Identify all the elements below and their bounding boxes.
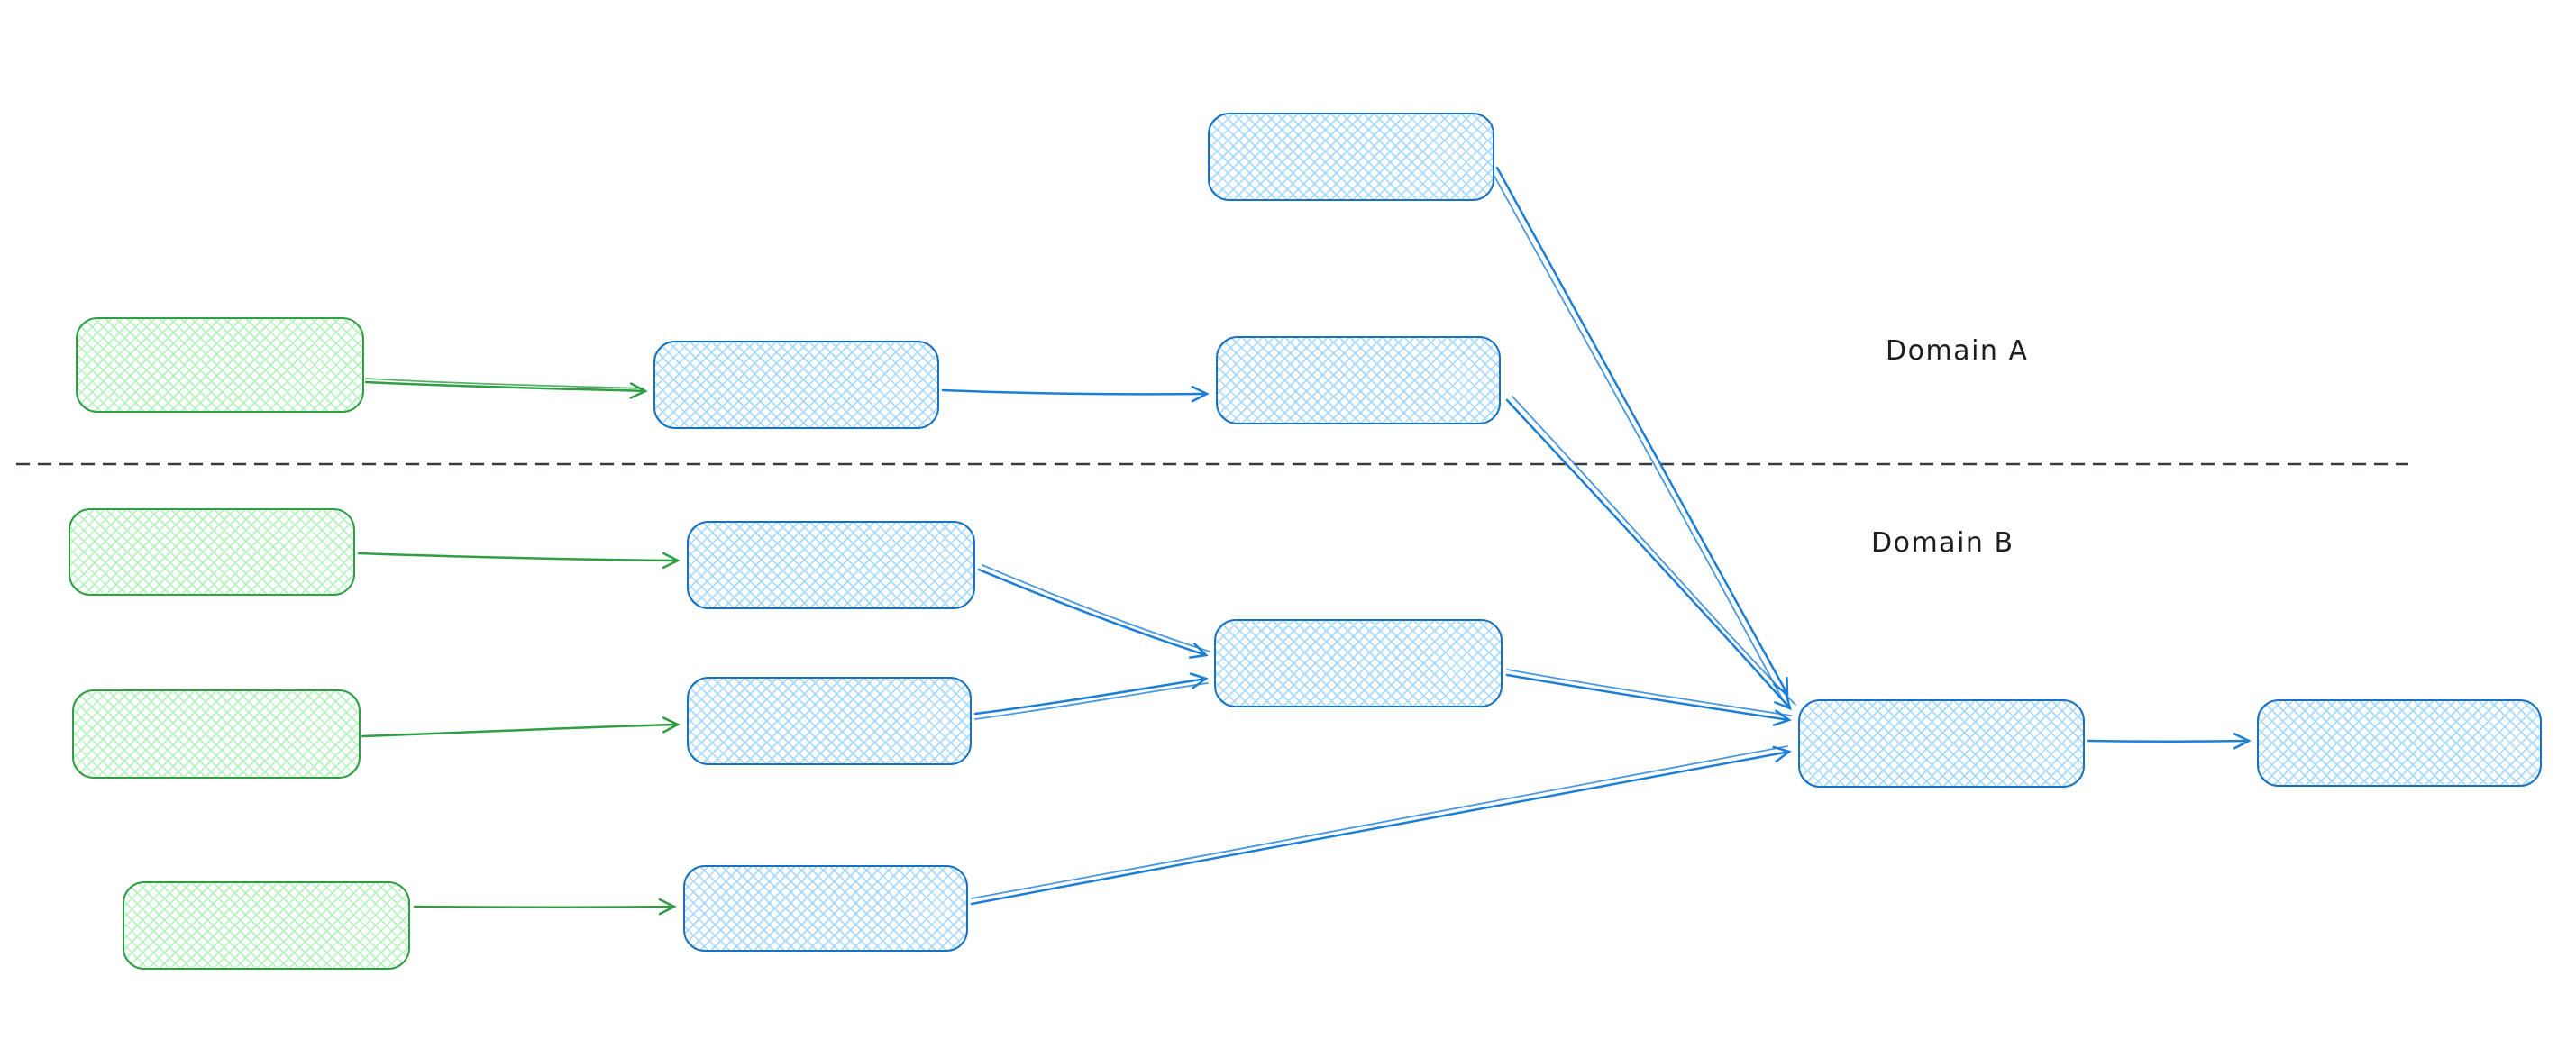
domain-a-label[interactable]: Domain A bbox=[1886, 335, 2029, 367]
edge-green-a-to-blue-a1[interactable] bbox=[364, 380, 648, 399]
edge-blue-b1-to-merge[interactable] bbox=[977, 568, 1209, 659]
edge-green-b1-to-blue-b1[interactable] bbox=[357, 552, 681, 570]
node-green-b2[interactable] bbox=[72, 689, 361, 779]
node-blue-b3[interactable] bbox=[683, 865, 968, 952]
node-green-b3[interactable] bbox=[123, 881, 410, 970]
edge-blue-merge-to-converge[interactable] bbox=[1505, 673, 1792, 726]
node-green-a[interactable] bbox=[76, 317, 364, 413]
edge-green-b2-to-blue-b2[interactable] bbox=[361, 716, 681, 738]
node-blue-b2[interactable] bbox=[687, 677, 972, 765]
edge-blue-merge-to-converge-sketch bbox=[1506, 669, 1792, 716]
node-blue-a2[interactable] bbox=[1216, 336, 1501, 424]
edge-blue-b2-to-merge[interactable] bbox=[973, 672, 1209, 716]
node-blue-top[interactable] bbox=[1208, 113, 1494, 201]
node-blue-a1[interactable] bbox=[653, 341, 939, 429]
node-blue-final[interactable] bbox=[2257, 699, 2542, 787]
edge-blue-a2-to-converge[interactable] bbox=[1505, 398, 1792, 711]
edge-blue-converge-to-final[interactable] bbox=[2087, 733, 2252, 750]
edge-blue-b2-to-merge-sketch bbox=[974, 682, 1209, 720]
node-blue-b-merge[interactable] bbox=[1214, 619, 1503, 707]
edge-blue-top-to-converge[interactable] bbox=[1495, 166, 1789, 697]
edge-blue-a1-to-blue-a2[interactable] bbox=[941, 385, 1210, 403]
edge-green-a-to-blue-a1-sketch bbox=[365, 378, 644, 389]
node-blue-converge[interactable] bbox=[1798, 699, 2085, 788]
domain-b-label[interactable]: Domain B bbox=[1871, 527, 2014, 559]
edge-green-b3-to-blue-b3[interactable] bbox=[413, 898, 677, 916]
edge-blue-b1-to-merge-sketch bbox=[982, 564, 1210, 652]
node-green-b1[interactable] bbox=[69, 508, 355, 596]
edge-blue-top-to-converge-sketch bbox=[1491, 170, 1783, 699]
node-blue-b1[interactable] bbox=[687, 521, 975, 609]
edge-blue-b3-to-converge-sketch bbox=[971, 745, 1788, 899]
edge-blue-b3-to-converge[interactable] bbox=[970, 745, 1792, 906]
edge-blue-a2-to-converge-sketch bbox=[1512, 396, 1796, 706]
